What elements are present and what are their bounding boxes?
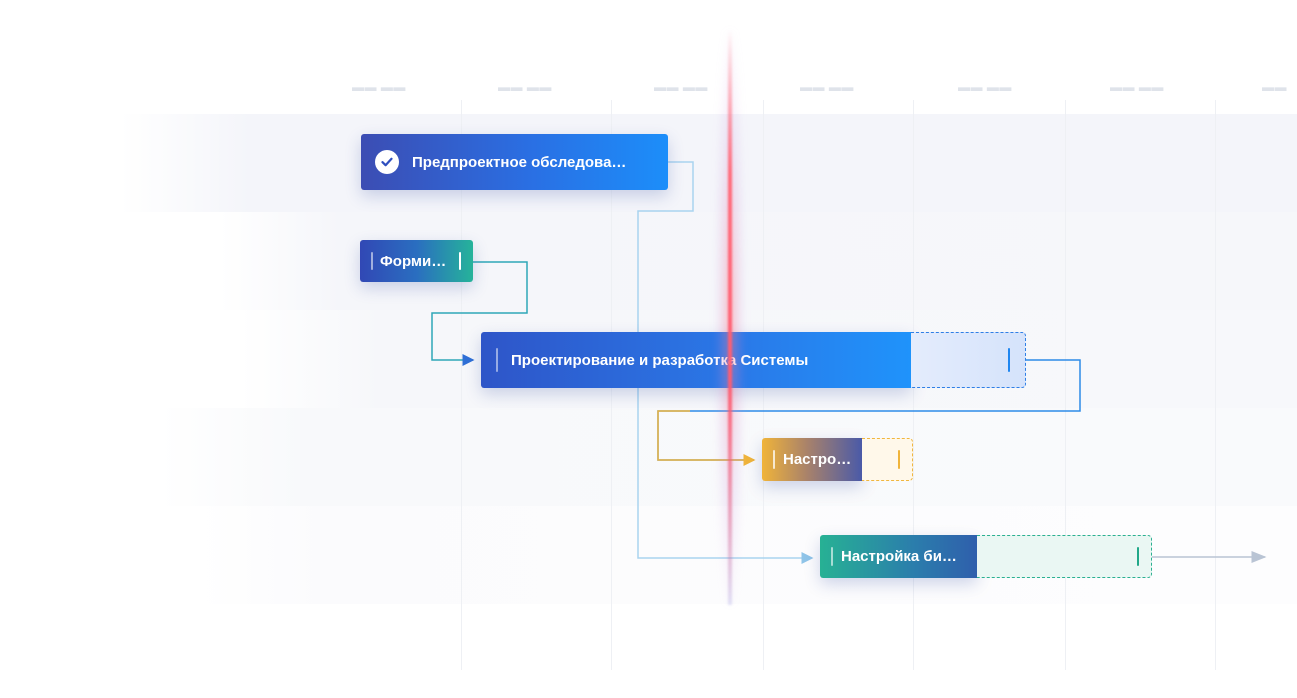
resize-handle-left[interactable] [371, 252, 373, 270]
check-circle-icon [375, 150, 399, 174]
task-remaining[interactable] [862, 438, 913, 481]
resize-handle-right[interactable] [1008, 348, 1010, 372]
timeline-header-date: ▬▬ ▬▬ [352, 80, 406, 94]
gantt-row [0, 408, 1297, 506]
dependency-link [657, 410, 756, 466]
task-label: Настройка би… [841, 548, 957, 565]
resize-handle-right[interactable] [459, 252, 461, 270]
task-label: Предпроектное обследова… [412, 153, 627, 171]
task-remaining[interactable] [911, 332, 1026, 388]
resize-handle-left[interactable] [496, 348, 498, 372]
timeline-header-date: ▬▬ ▬▬ [654, 80, 708, 94]
resize-handle-right[interactable] [1137, 547, 1139, 566]
task-bar[interactable]: Настройка би… [820, 535, 977, 578]
task-label: Настро… [783, 451, 852, 468]
task-label: Проектирование и разработка Системы [511, 351, 809, 369]
task-bar[interactable]: Форми… [360, 240, 473, 282]
timeline-header-date: ▬▬ [1262, 80, 1287, 94]
task-bar[interactable]: Настро… [762, 438, 862, 481]
task-remaining[interactable] [977, 535, 1152, 578]
dependency-link [431, 261, 528, 366]
resize-handle-left[interactable] [773, 450, 775, 469]
dependency-link [637, 161, 814, 564]
task-bar[interactable]: Предпроектное обследова… [361, 134, 668, 190]
gantt-row [0, 212, 1297, 310]
timeline-header-date: ▬▬ ▬▬ [498, 80, 552, 94]
grid-line [1065, 100, 1066, 670]
today-marker[interactable] [728, 30, 732, 605]
resize-handle-left[interactable] [831, 547, 833, 566]
timeline-header-date: ▬▬ ▬▬ [958, 80, 1012, 94]
timeline-header-date: ▬▬ ▬▬ [1110, 80, 1164, 94]
task-label: Форми… [380, 252, 447, 270]
timeline-header-date: ▬▬ ▬▬ [800, 80, 854, 94]
grid-line [1215, 100, 1216, 670]
task-bar[interactable]: Проектирование и разработка Системы [481, 332, 911, 388]
resize-handle-right[interactable] [898, 450, 900, 469]
grid-line [461, 100, 462, 670]
